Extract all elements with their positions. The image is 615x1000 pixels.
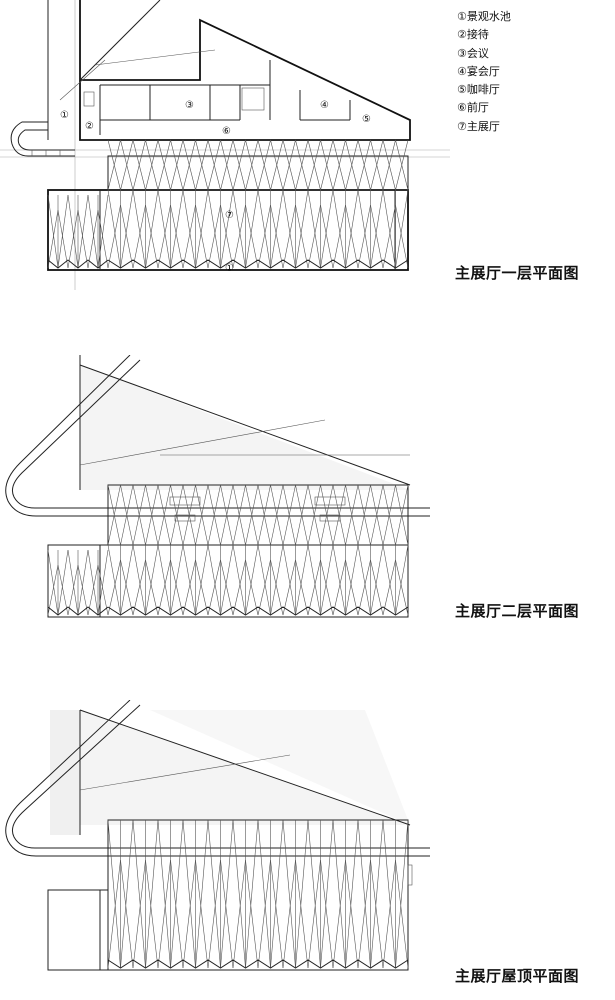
triangular-wing-outline <box>79 355 411 490</box>
facade-fold-line <box>307 139 334 191</box>
facade-fold-line <box>47 259 109 269</box>
label-meeting: ③ <box>185 100 194 111</box>
facade-fold-line <box>382 139 409 191</box>
legend-item: ②接待 <box>457 28 489 42</box>
facade-fold-line <box>157 139 184 191</box>
label-pool-top: ① <box>60 110 69 121</box>
curved-walkway <box>10 121 75 157</box>
legend-item: ⑦主展厅 <box>457 119 500 133</box>
facade-fold-line <box>257 484 284 546</box>
facade-fold-line <box>182 139 209 191</box>
label-banquet: ④ <box>320 100 329 111</box>
facade-fold-line <box>357 139 384 191</box>
facade-fold-line <box>282 484 309 546</box>
facade-fold-line <box>382 484 409 546</box>
facade-fold-line <box>207 139 234 191</box>
facade-fold-line <box>257 139 284 191</box>
facade-fold-line <box>132 484 159 546</box>
triangular-wing-outline <box>50 709 411 835</box>
facade-fold-line <box>47 606 109 616</box>
legend-item: ④宴会厅 <box>457 64 500 78</box>
legend-item: ⑥前厅 <box>457 101 489 115</box>
facade-fold-line <box>107 139 134 191</box>
curved-walkway <box>5 355 430 517</box>
legend: ①景观水池 ②接待 ③会议 ④宴会厅 ⑤咖啡厅 ⑥前厅 ⑦主展厅 <box>457 8 511 136</box>
facade-fold-line <box>232 139 259 191</box>
facade-fold-line <box>132 139 159 191</box>
facade-fold-line <box>107 606 409 616</box>
plan-title-second-floor: 主展厅二层平面图 <box>455 602 580 620</box>
facade-fold-line <box>232 484 259 546</box>
facade-fold-line <box>107 959 409 969</box>
legend-item: ③会议 <box>457 46 489 60</box>
folded-facade-pattern <box>107 819 409 969</box>
facade-fold-line <box>332 139 359 191</box>
triangular-wing-outline <box>47 0 411 141</box>
facade-fold-line <box>307 139 334 191</box>
label-pool-bottom: ① <box>225 263 234 274</box>
facade-fold-line <box>257 139 284 191</box>
facade-fold-line <box>107 484 134 546</box>
facade-fold-line <box>282 139 309 191</box>
facade-fold-line <box>182 484 209 546</box>
front-room-walls <box>83 60 351 135</box>
facade-fold-line <box>357 484 384 546</box>
facade-fold-line <box>382 139 409 191</box>
facade-fold-line <box>357 139 384 191</box>
folded-facade-pattern <box>47 139 409 269</box>
facade-fold-line <box>282 139 309 191</box>
facade-fold-line <box>232 484 259 546</box>
label-cafe: ⑤ <box>362 114 371 125</box>
roof-plan <box>5 700 430 971</box>
facade-fold-line <box>207 139 234 191</box>
facade-fold-line <box>257 484 284 546</box>
folded-facade-pattern <box>47 484 409 616</box>
facade-fold-line <box>357 484 384 546</box>
label-reception: ② <box>85 121 94 132</box>
facade-fold-line <box>307 484 334 546</box>
facade-fold-line <box>157 484 184 546</box>
label-main-hall: ⑦ <box>225 210 234 221</box>
facade-fold-line <box>107 484 134 546</box>
plan-title-ground-floor: 主展厅一层平面图 <box>455 264 580 282</box>
facade-fold-line <box>107 139 134 191</box>
facade-fold-line <box>132 139 159 191</box>
facade-fold-line <box>382 484 409 546</box>
facade-fold-line <box>207 484 234 546</box>
plan-title-roof: 主展厅屋顶平面图 <box>455 967 580 985</box>
facade-fold-line <box>207 484 234 546</box>
facade-fold-line <box>332 139 359 191</box>
facade-fold-line <box>107 259 409 269</box>
facade-fold-line <box>332 484 359 546</box>
roof-outline <box>47 819 413 971</box>
facade-fold-line <box>232 139 259 191</box>
curved-walkway <box>5 700 430 857</box>
ground-floor-plan: ① ② ③ ⑥ ④ ⑤ ⑦ ① <box>0 0 450 290</box>
legend-item: ①景观水池 <box>457 10 511 23</box>
facade-fold-line <box>132 484 159 546</box>
facade-fold-line <box>182 139 209 191</box>
facade-fold-line <box>282 484 309 546</box>
second-floor-plan <box>5 355 430 618</box>
site-grid <box>0 0 450 290</box>
legend-item: ⑤咖啡厅 <box>457 83 500 97</box>
facade-fold-line <box>157 139 184 191</box>
label-lobby: ⑥ <box>222 126 231 137</box>
